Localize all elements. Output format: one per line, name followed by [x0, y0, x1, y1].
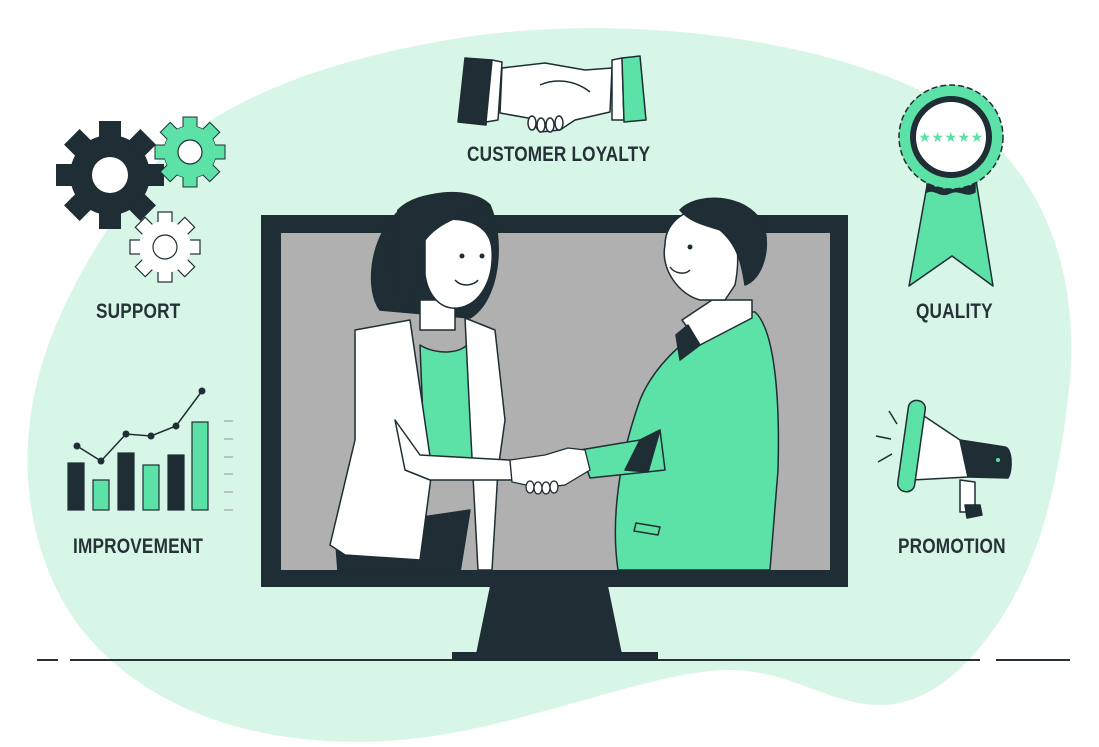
megaphone-icon — [875, 399, 1012, 519]
label-promotion: PROMOTION — [898, 535, 1006, 558]
label-support: SUPPORT — [96, 300, 181, 323]
gear-green-icon — [154, 116, 226, 188]
man-figure — [579, 197, 780, 571]
gear-dark-icon — [56, 121, 164, 229]
monitor-stand — [476, 586, 622, 654]
quality-badge-icon — [898, 84, 1004, 287]
gears-icon — [56, 116, 226, 283]
label-improvement: IMPROVEMENT — [73, 535, 204, 558]
label-quality: QUALITY — [916, 300, 993, 323]
bar-chart-icon — [67, 387, 233, 511]
gear-outline-icon — [129, 211, 201, 283]
handshake — [509, 447, 591, 495]
woman-figure — [329, 192, 513, 573]
star-rating-icon: ★★★★★ — [918, 130, 983, 146]
handshake-icon — [457, 55, 647, 133]
label-customer-loyalty: CUSTOMER LOYALTY — [467, 143, 651, 166]
monitor-base — [452, 652, 658, 661]
